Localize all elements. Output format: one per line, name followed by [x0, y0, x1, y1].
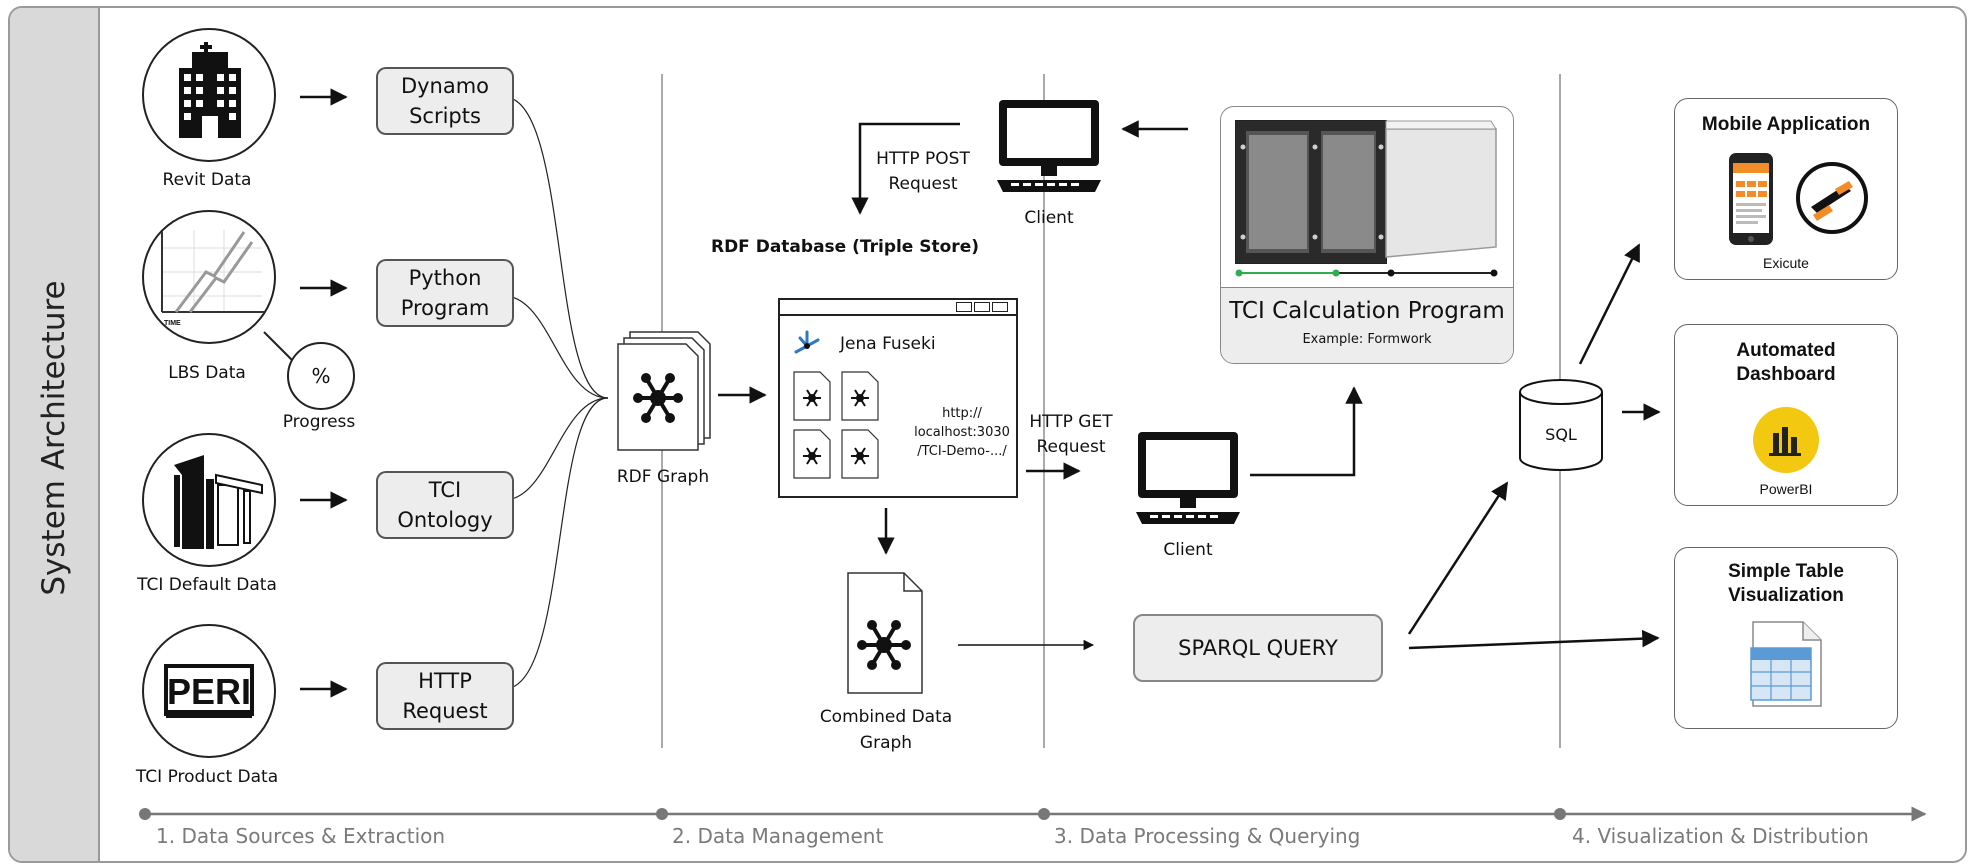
- http-post-label: HTTP POST Request: [876, 149, 970, 194]
- client-top-icon: [997, 100, 1101, 192]
- timeline-dot-4: [1554, 808, 1566, 820]
- fuseki-url: http:// localhost:3030 /TCI-Demo-.../: [914, 406, 1010, 459]
- peri-logo-icon: PERI: [142, 624, 276, 758]
- sparql-query-label: SPARQL QUERY: [1178, 636, 1338, 660]
- percent-symbol: %: [311, 364, 331, 388]
- sidebar: System Architecture: [10, 8, 100, 861]
- formwork-icon: [142, 433, 276, 567]
- jena-logo-icon: [794, 330, 820, 354]
- tci-product-data-label: TCI Product Data: [135, 767, 279, 787]
- dashboard-title: Automated Dashboard: [1736, 340, 1836, 385]
- arrow-sparql-table: [1408, 629, 1660, 650]
- rdf-graph-label: RDF Graph: [616, 467, 710, 487]
- tci-ontology-box: TCI Ontology: [376, 471, 514, 539]
- window-maximize-icon: [974, 302, 990, 312]
- rdf-graph-icon: [617, 331, 711, 451]
- progress-connector: [263, 331, 293, 361]
- mobile-app-caption: Exicute: [1763, 255, 1809, 271]
- calc-program-subtitle: Example: Formwork: [1302, 332, 1432, 347]
- lbs-chart-icon: TIME: [142, 210, 276, 344]
- connector-layer: [139, 74, 1927, 822]
- window-minimize-icon: [956, 302, 972, 312]
- stage-2-label: 2. Data Management: [672, 824, 884, 848]
- arrow-sql-mobile: [1578, 243, 1641, 365]
- building-icon: [142, 28, 276, 162]
- lbs-axis-label: TIME: [164, 320, 181, 327]
- curve-python-rdf: [503, 295, 609, 399]
- sql-database-icon: SQL: [1519, 379, 1603, 471]
- curve-http-rdf: [503, 397, 609, 690]
- phone-icon: [1729, 153, 1773, 245]
- architecture-frame: System Architecture: [8, 6, 1967, 863]
- http-get-label: HTTP GET Request: [1029, 412, 1113, 457]
- stage-4-label: 4. Visualization & Distribution: [1572, 824, 1869, 848]
- client-top-label: Client: [1024, 208, 1074, 228]
- table-card: Simple Table Visualization: [1674, 547, 1898, 729]
- exicute-logo-icon: [1796, 162, 1868, 234]
- arrow-client-post: [851, 122, 960, 215]
- tci-default-data-label: TCI Default Data: [137, 575, 277, 595]
- calc-program-card: TCI Calculation Program Example: Formwor…: [1220, 106, 1514, 364]
- stage-3-label: 3. Data Processing & Querying: [1054, 824, 1361, 848]
- formwork-panel-icon: [1235, 120, 1498, 277]
- calc-program-caption: TCI Calculation Program Example: Formwor…: [1221, 287, 1513, 363]
- percent-icon: %: [287, 342, 355, 410]
- dynamo-scripts-label: Dynamo Scripts: [400, 74, 490, 128]
- stage-1-label: 1. Data Sources & Extraction: [156, 824, 446, 848]
- window-close-icon: [992, 302, 1008, 312]
- python-program-label: Python Program: [400, 266, 490, 320]
- tci-ontology-label: TCI Ontology: [397, 478, 493, 532]
- dashboard-caption: PowerBI: [1759, 481, 1813, 497]
- curve-ontology-rdf: [503, 397, 609, 501]
- dynamo-scripts-box: Dynamo Scripts: [376, 67, 514, 135]
- python-program-box: Python Program: [376, 259, 514, 327]
- lbs-data-label: LBS Data: [168, 363, 246, 383]
- timeline-dot-2: [656, 808, 668, 820]
- dashboard-card: Automated Dashboard PowerBI: [1674, 324, 1898, 506]
- client-bottom-icon: [1136, 432, 1240, 524]
- arrow-client-calc: [1250, 386, 1363, 477]
- spreadsheet-icon: [1750, 621, 1822, 707]
- dataset-docs-icon: [793, 371, 879, 479]
- sparql-query-box: SPARQL QUERY: [1133, 614, 1383, 682]
- http-request-label: HTTP Request: [402, 669, 488, 723]
- http-request-box: HTTP Request: [376, 662, 514, 730]
- curve-dynamo-rdf: [503, 96, 609, 399]
- arrow-sparql-sql: [1407, 481, 1509, 635]
- revit-data-label: Revit Data: [162, 170, 252, 190]
- database-heading: RDF Database (Triple Store): [710, 237, 979, 257]
- calc-program-title: TCI Calculation Program: [1229, 298, 1505, 324]
- combined-graph-label: Combined Data Graph: [819, 707, 953, 753]
- window-titlebar: [780, 300, 1016, 316]
- table-title: Simple Table Visualization: [1728, 561, 1844, 606]
- powerbi-icon: [1753, 407, 1819, 473]
- combined-graph-icon: [847, 572, 923, 694]
- sql-label: SQL: [1545, 425, 1577, 444]
- client-bottom-label: Client: [1163, 540, 1213, 560]
- progress-label: Progress: [282, 412, 356, 432]
- mobile-app-card: Mobile Application Exicute: [1674, 98, 1898, 280]
- timeline-dot-3: [1038, 808, 1050, 820]
- mobile-app-title: Mobile Application: [1701, 114, 1871, 135]
- timeline-dot-1: [139, 808, 151, 820]
- jena-fuseki-name: Jena Fuseki: [840, 334, 936, 354]
- peri-logo-text: PERI: [167, 671, 251, 712]
- jena-fuseki-window: Jena Fuseki http:// localhost:3030 /TCI-…: [778, 298, 1018, 498]
